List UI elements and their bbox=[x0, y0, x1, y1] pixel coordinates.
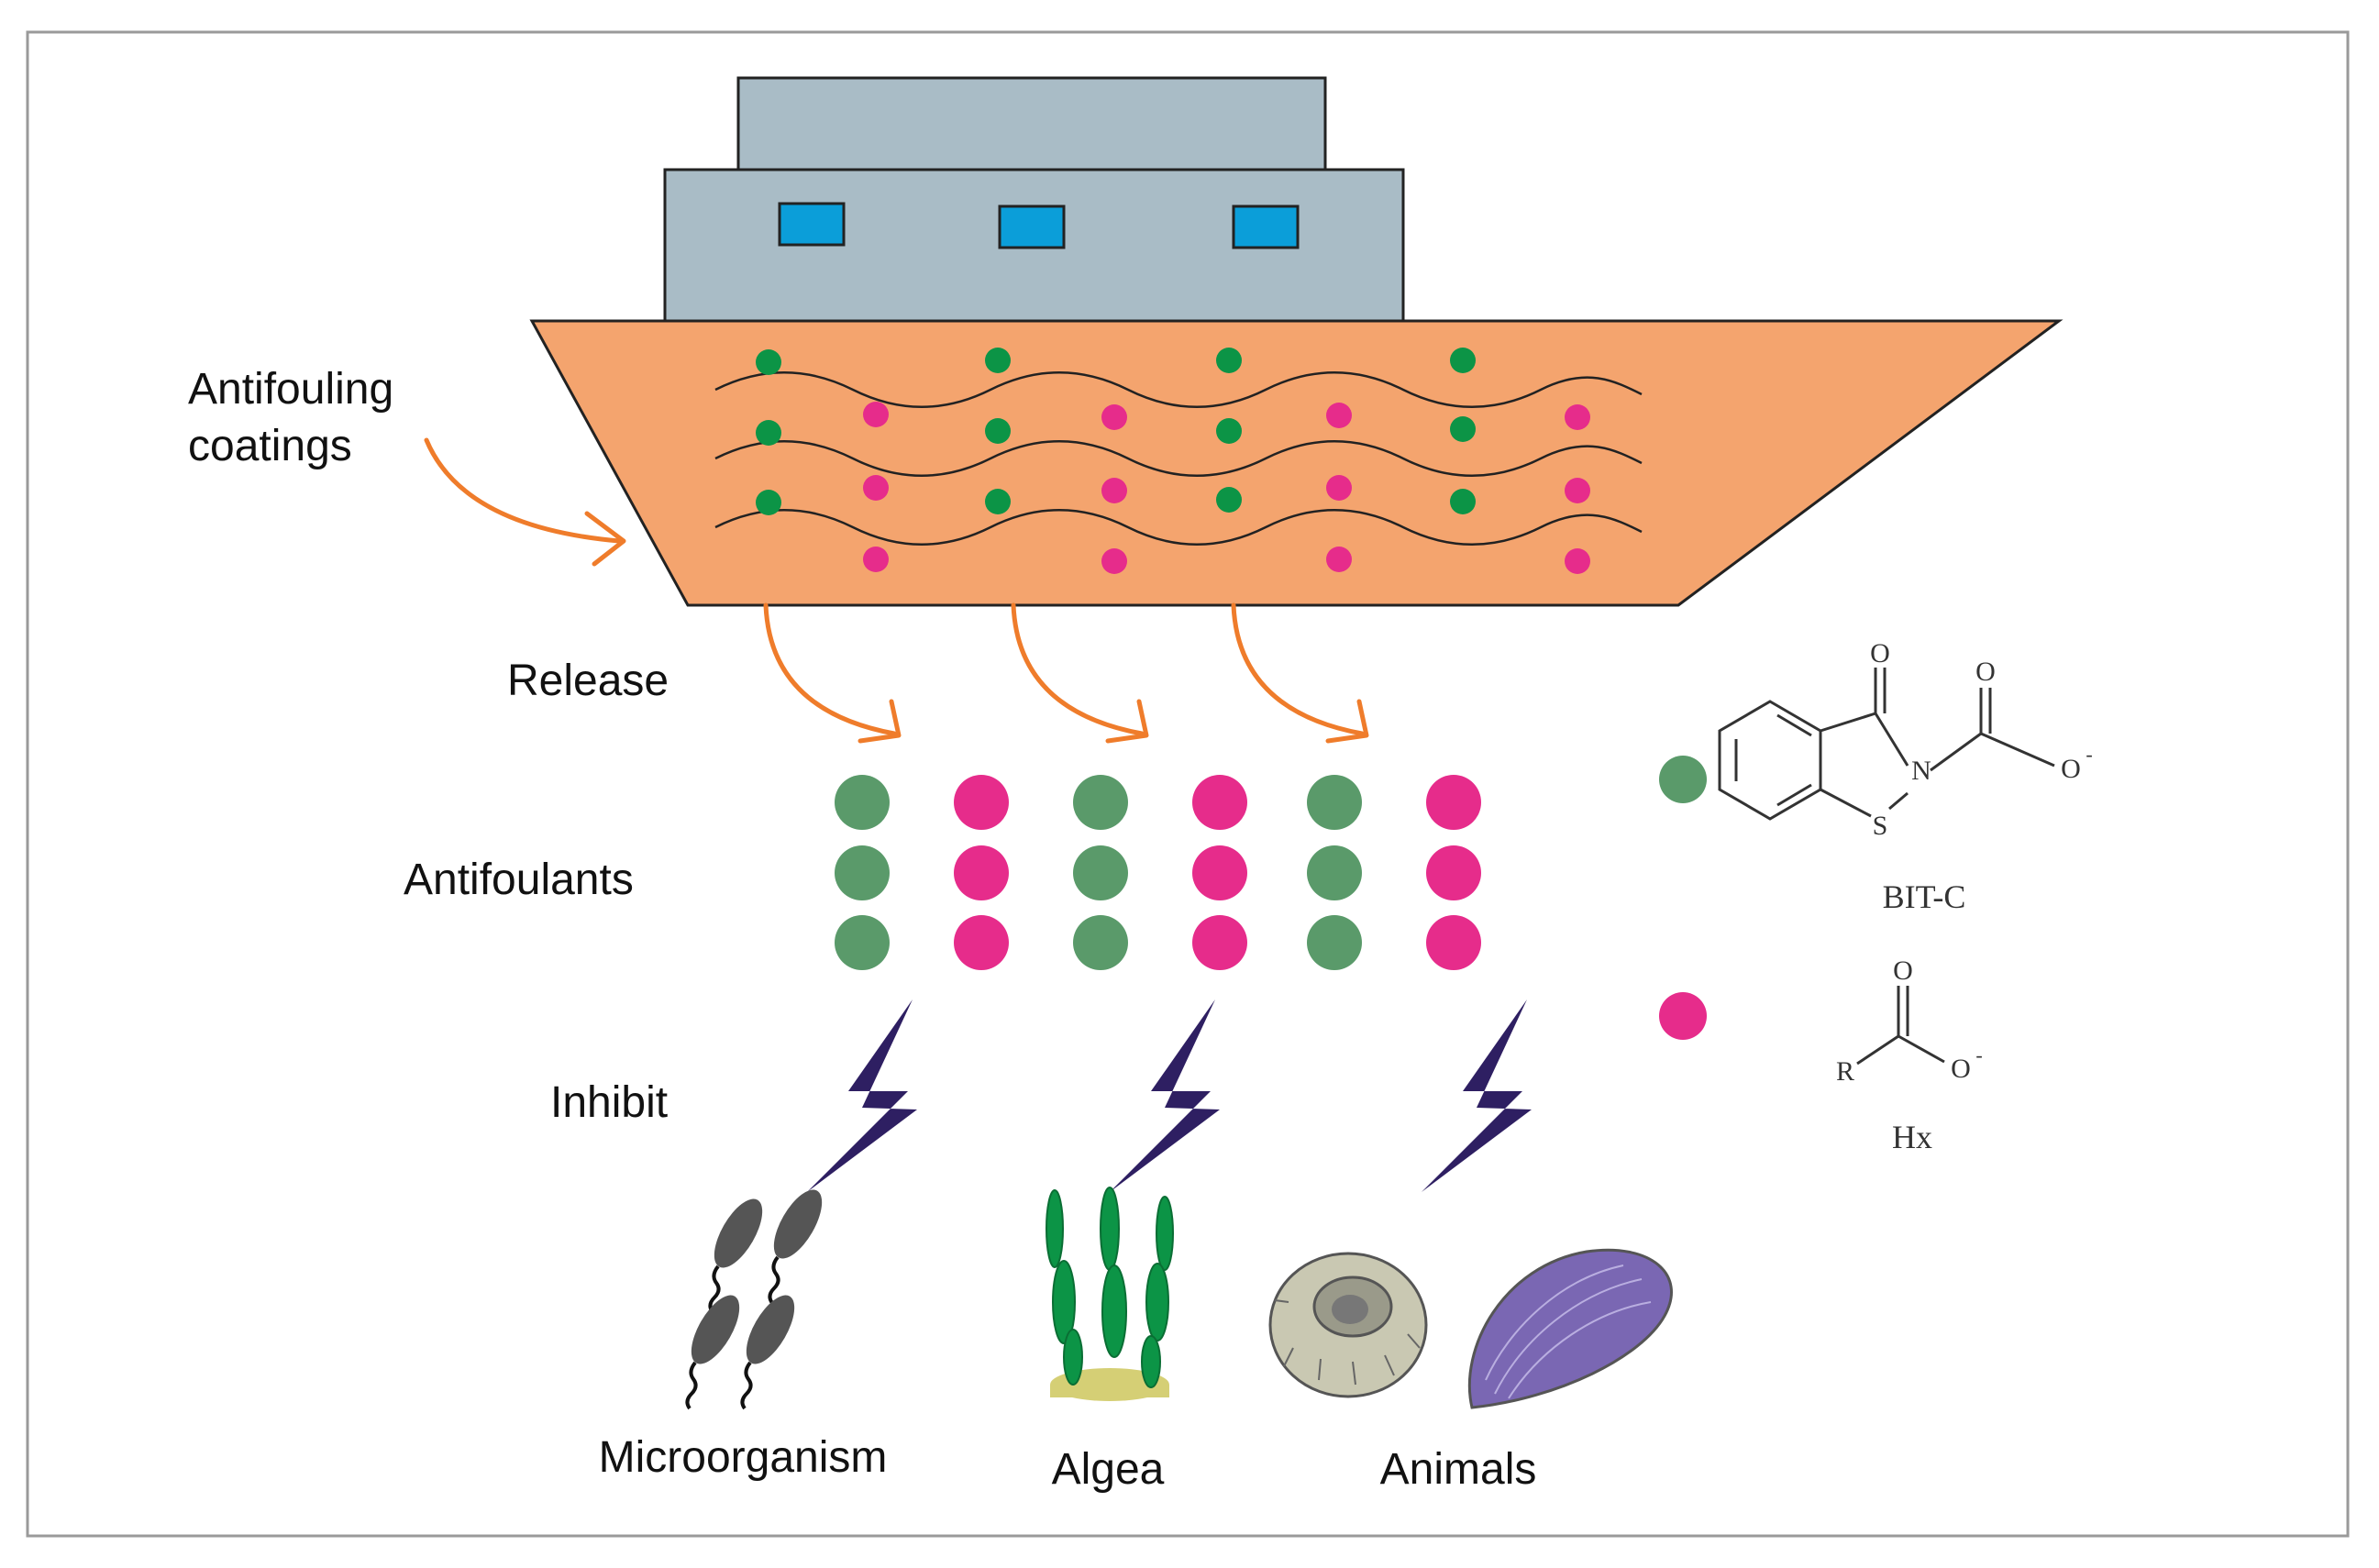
ship-superstructure bbox=[663, 76, 1405, 323]
bit-c-atom-n: N bbox=[1911, 756, 1931, 786]
ship-hull bbox=[529, 319, 2064, 607]
antifoulants-label: Antifoulants bbox=[404, 856, 634, 904]
bit-c-charge: - bbox=[2086, 743, 2092, 766]
bit-c-atom-o-top: O bbox=[1870, 638, 1890, 668]
coating-pointer-arrow bbox=[424, 437, 626, 567]
ship-window bbox=[998, 204, 1066, 249]
bit-c-legend-dot bbox=[1659, 756, 1707, 803]
ship-window bbox=[1232, 204, 1300, 249]
animals-label: Animals bbox=[1380, 1445, 1537, 1494]
coatings-label-line1: Antifouling bbox=[188, 365, 393, 414]
released-antifoulants bbox=[835, 775, 1481, 970]
hx-atom-o-top: O bbox=[1893, 955, 1913, 986]
bit-c-atom-s: S bbox=[1873, 811, 1888, 841]
bit-c-atom-o-acid: O bbox=[1975, 657, 1996, 687]
algae-label: Algea bbox=[1052, 1445, 1165, 1494]
coatings-label-line2: coatings bbox=[188, 422, 352, 470]
bit-c-structure bbox=[1718, 668, 2055, 821]
hx-legend-dot bbox=[1659, 992, 1707, 1040]
hx-structure bbox=[1856, 986, 1945, 1066]
microorganism-label: Microorganism bbox=[599, 1433, 888, 1482]
hx-atom-o-minus: O bbox=[1951, 1054, 1971, 1084]
mussel-icon bbox=[1467, 1248, 1673, 1409]
hx-charge: - bbox=[1975, 1043, 1982, 1066]
ship-window bbox=[778, 202, 846, 247]
algae-icon bbox=[1046, 1187, 1174, 1401]
barnacle-and-mussel-icon bbox=[1268, 1248, 1673, 1409]
inhibit-label: Inhibit bbox=[550, 1078, 668, 1127]
bit-c-label: BIT-C bbox=[1883, 878, 1966, 915]
hx-label: Hx bbox=[1892, 1119, 1932, 1155]
coating-antifoulants bbox=[756, 348, 1590, 574]
polymer-chains bbox=[714, 371, 1643, 546]
bit-c-atom-o-minus: O bbox=[2061, 754, 2081, 784]
hx-atom-r: R bbox=[1836, 1056, 1854, 1087]
release-label: Release bbox=[507, 657, 669, 705]
release-arrows bbox=[763, 602, 1369, 744]
